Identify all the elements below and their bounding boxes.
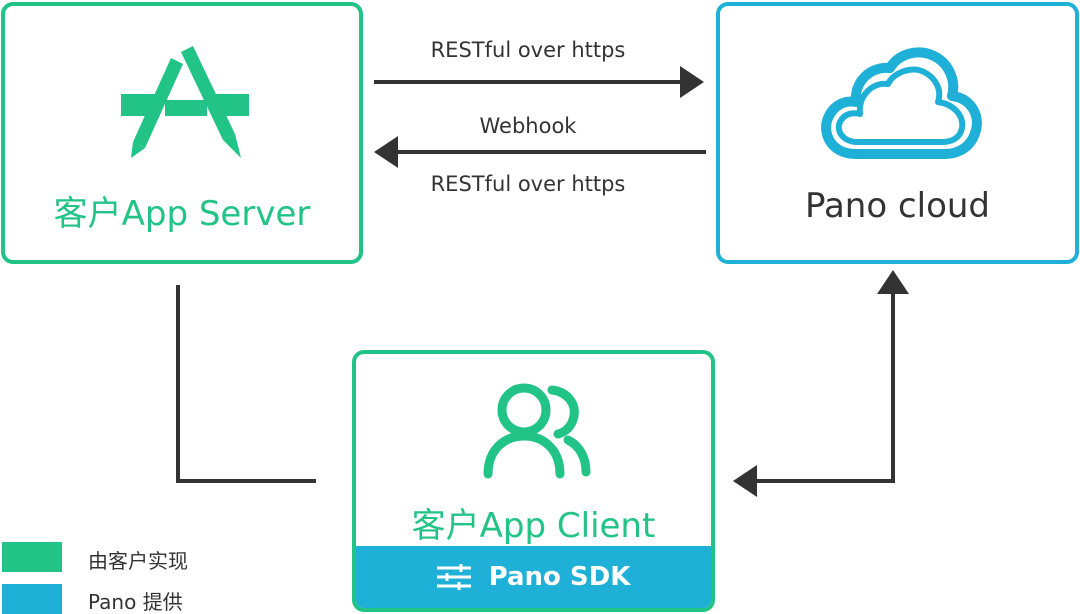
line-server-to-client (176, 285, 316, 483)
top-arrow-label: RESTful over https (430, 38, 626, 62)
legend-swatch-customer (2, 542, 62, 572)
legend-label-customer: 由客户实现 (88, 549, 188, 573)
arrow-head-up (877, 270, 909, 294)
pano-sdk-bar: Pano SDK (356, 546, 711, 608)
webhook-label: Webhook (479, 114, 577, 138)
pano-cloud-title: Pano cloud (804, 186, 991, 226)
bottom-arrow-label: RESTful over https (430, 172, 626, 196)
app-store-icon (121, 46, 249, 158)
line-client-to-cloud (750, 290, 895, 483)
arrow-head-left (374, 136, 398, 168)
arrow-head-right (680, 66, 704, 98)
legend-swatch-pano (2, 584, 62, 614)
app-client-title: 客户App Client (411, 506, 656, 546)
app-server-box: 客户App Server (1, 2, 363, 264)
sliders-icon (436, 564, 471, 590)
legend-label-pano: Pano 提供 (88, 590, 183, 614)
pano-sdk-label: Pano SDK (488, 562, 631, 592)
users-icon (483, 383, 591, 479)
cloud-icon (821, 47, 982, 159)
app-server-title: 客户App Server (53, 194, 311, 234)
arrow-head-left-client (733, 465, 757, 497)
app-client-box: 客户App Client Pano SDK (352, 350, 715, 612)
pano-cloud-box: Pano cloud (716, 2, 1079, 264)
